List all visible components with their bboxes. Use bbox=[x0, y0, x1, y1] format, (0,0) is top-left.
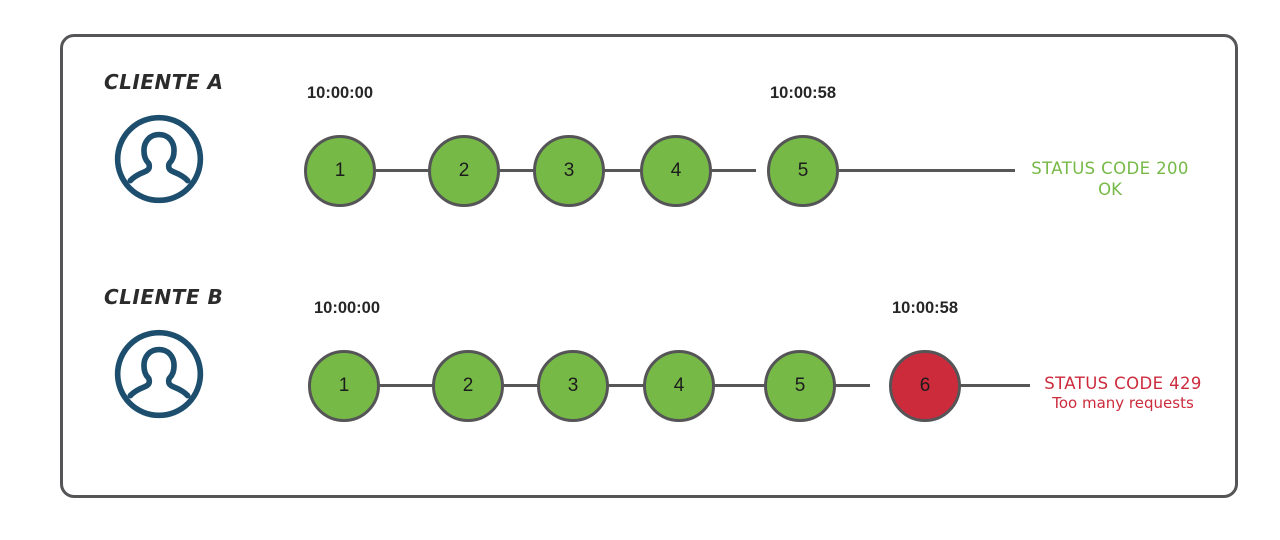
client-a-start-timestamp: 10:00:00 bbox=[306, 84, 374, 102]
request-node-4[interactable]: 4 bbox=[640, 135, 712, 207]
client-b-end-timestamp: 10:00:58 bbox=[891, 299, 959, 317]
request-node-5[interactable]: 5 bbox=[767, 135, 839, 207]
request-node-4[interactable]: 4 bbox=[643, 350, 715, 422]
request-node-2[interactable]: 2 bbox=[428, 135, 500, 207]
connector-6-status bbox=[925, 384, 1030, 387]
request-node-6-rate-limited[interactable]: 6 bbox=[889, 350, 961, 422]
user-avatar-icon bbox=[112, 327, 206, 421]
user-avatar-icon bbox=[112, 112, 206, 206]
client-row-b: CLIENTE B 10:00:00 10:00:58 1 2 3 4 5 6 … bbox=[0, 285, 1280, 485]
client-b-status-message: STATUS CODE 429 Too many requests bbox=[1044, 373, 1202, 413]
connector-1-2 bbox=[344, 384, 448, 387]
client-b-label: CLIENTE B bbox=[104, 285, 224, 309]
client-b-status-code: STATUS CODE 429 bbox=[1044, 374, 1202, 393]
connector-5-status bbox=[803, 169, 1015, 172]
request-node-1[interactable]: 1 bbox=[304, 135, 376, 207]
client-b-status-text: Too many requests bbox=[1052, 394, 1194, 413]
connector-1-2 bbox=[340, 169, 444, 172]
diagram-card-frame bbox=[60, 34, 1238, 498]
client-a-status-text: OK bbox=[1098, 180, 1122, 200]
client-row-a: CLIENTE A 10:00:00 10:00:58 1 2 3 4 5 ST… bbox=[0, 70, 1280, 270]
request-node-3[interactable]: 3 bbox=[537, 350, 609, 422]
request-node-2[interactable]: 2 bbox=[432, 350, 504, 422]
client-a-status-code: STATUS CODE 200 bbox=[1031, 159, 1189, 178]
request-node-1[interactable]: 1 bbox=[308, 350, 380, 422]
request-node-3[interactable]: 3 bbox=[533, 135, 605, 207]
client-a-end-timestamp: 10:00:58 bbox=[769, 84, 837, 102]
client-b-start-timestamp: 10:00:00 bbox=[313, 299, 381, 317]
request-node-5[interactable]: 5 bbox=[764, 350, 836, 422]
client-a-status-message: STATUS CODE 200 OK bbox=[1031, 158, 1189, 200]
client-a-label: CLIENTE A bbox=[104, 70, 224, 94]
